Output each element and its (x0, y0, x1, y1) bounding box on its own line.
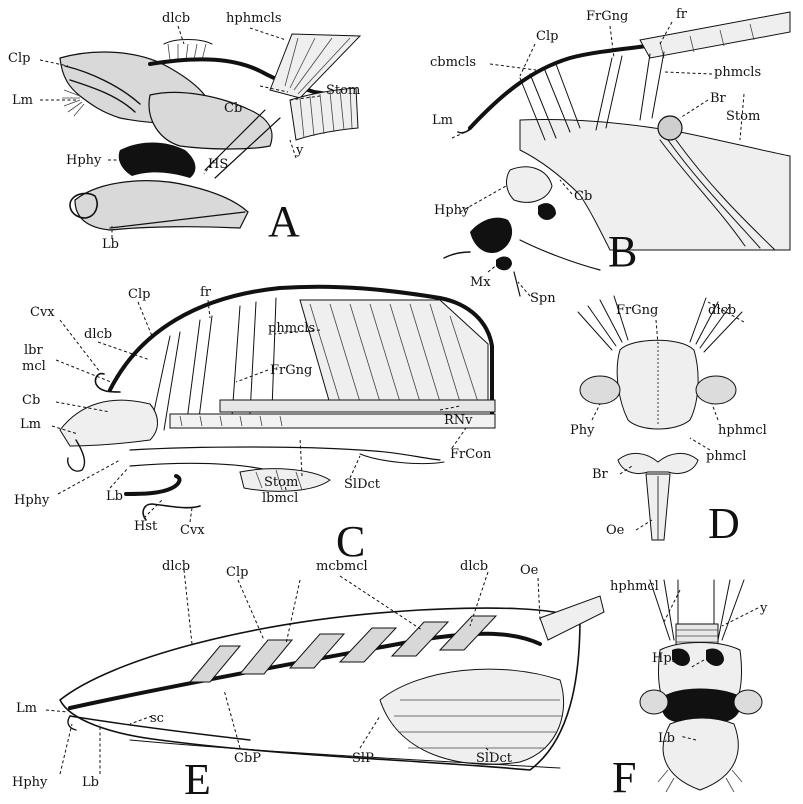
label-b-lm: Lm (432, 114, 453, 127)
label-e-slp: SlP (352, 752, 374, 765)
label-f-hphy: Hphy (652, 652, 687, 665)
label-c-lm: Lm (20, 418, 41, 431)
label-e-mcbmcl: mcbmcl (316, 560, 368, 573)
label-a-dlcb: dlcb (162, 12, 190, 25)
label-c-fr: fr (200, 286, 211, 299)
label-a-cb: Cb (224, 102, 242, 115)
panel-a-letter: A (268, 200, 300, 244)
label-b-stom: Stom (726, 110, 760, 123)
label-b-br: Br (710, 92, 726, 105)
label-a-lb: Lb (102, 238, 119, 251)
label-a-lm: Lm (12, 94, 33, 107)
label-c-cvx-lower: Cvx (180, 524, 205, 537)
label-d-oe: Oe (606, 524, 624, 537)
label-d-hphmcl: hphmcl (718, 424, 767, 437)
label-d-dlcb: dlcb (708, 304, 736, 317)
label-d-phy: Phy (570, 424, 594, 437)
panel-d-letter: D (708, 502, 740, 546)
label-c-lbr: lbr (24, 344, 43, 357)
label-b-frgng: FrGng (586, 10, 628, 23)
label-f-y: y (760, 602, 767, 615)
label-b-fr: fr (676, 8, 687, 21)
label-d-frgng: FrGng (616, 304, 658, 317)
label-c-rnv: RNv (444, 414, 473, 427)
panel-f-letter: F (612, 756, 636, 800)
label-b-spn: Spn (530, 292, 556, 305)
label-a-hphy: Hphy (66, 154, 101, 167)
panel-b-letter: B (608, 230, 637, 274)
label-a-hs: HS (208, 158, 228, 171)
label-f-lb: Lb (658, 732, 675, 745)
label-c-mcl: mcl (22, 360, 46, 373)
label-e-oe: Oe (520, 564, 538, 577)
label-e-sldct: SlDct (476, 752, 512, 765)
label-a-y: y (296, 144, 303, 157)
label-b-cbmcls: cbmcls (430, 56, 476, 69)
panel-e-letter: E (184, 758, 211, 802)
label-b-cb: Cb (574, 190, 592, 203)
label-c-dlcb: dlcb (84, 328, 112, 341)
label-c-clp: Clp (128, 288, 150, 301)
label-a-clp: Clp (8, 52, 30, 65)
label-d-br: Br (592, 468, 608, 481)
label-c-cvx: Cvx (30, 306, 55, 319)
label-c-stom: Stom (264, 476, 298, 489)
label-e-hphy: Hphy (12, 776, 47, 789)
label-c-hst: Hst (134, 520, 157, 533)
label-a-hphmcls: hphmcls (226, 12, 282, 25)
label-c-frgng: FrGng (270, 364, 312, 377)
label-e-lb: Lb (82, 776, 99, 789)
label-c-hphy: Hphy (14, 494, 49, 507)
label-b-mx: Mx (470, 276, 491, 289)
label-d-phmcl: phmcl (706, 450, 746, 463)
label-c-frcon: FrCon (450, 448, 491, 461)
panel-c-letter: C (336, 520, 365, 564)
label-c-lbmcl: lbmcl (262, 492, 298, 505)
panel-e-drawing (60, 596, 604, 770)
label-e-lm: Lm (16, 702, 37, 715)
label-c-cb: Cb (22, 394, 40, 407)
label-e-sc: sc (150, 712, 164, 725)
label-c-phmcls: phmcls (268, 322, 315, 335)
label-f-hphmcl: hphmcl (610, 580, 659, 593)
label-b-hphy: Hphy (434, 204, 469, 217)
label-e-clp: Clp (226, 566, 248, 579)
label-e-dlcb-right: dlcb (460, 560, 488, 573)
label-a-stom: Stom (326, 84, 360, 97)
label-b-phmcls: phmcls (714, 66, 761, 79)
label-b-clp: Clp (536, 30, 558, 43)
label-c-sldct: SlDct (344, 478, 380, 491)
label-e-dlcb-left: dlcb (162, 560, 190, 573)
panel-f-drawing (640, 580, 762, 792)
label-c-lb: Lb (106, 490, 123, 503)
panel-a-drawing (60, 34, 360, 230)
label-e-cbp: CbP (234, 752, 261, 765)
